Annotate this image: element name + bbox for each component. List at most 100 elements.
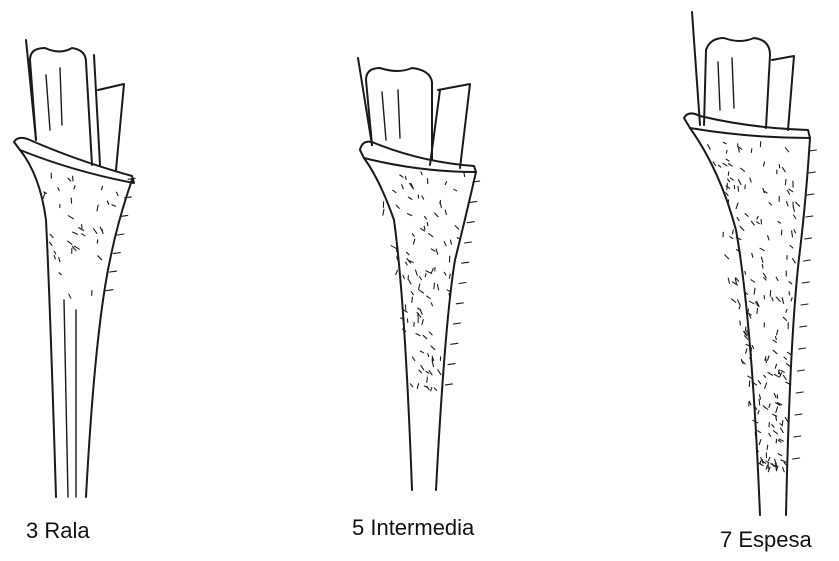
hair-mark <box>420 351 423 353</box>
hair-mark <box>776 337 777 340</box>
edge-bristle <box>793 458 800 459</box>
hair-mark <box>769 203 771 206</box>
hair-mark <box>438 370 441 375</box>
hair-mark <box>766 359 767 363</box>
hairs-sparse <box>43 173 135 298</box>
collar-band <box>684 113 810 138</box>
hair-mark <box>745 327 746 331</box>
hair-mark <box>445 210 446 215</box>
hair-mark <box>54 256 55 259</box>
hair-mark <box>79 228 84 231</box>
hair-mark <box>756 222 759 224</box>
hair-mark <box>781 230 782 235</box>
hair-mark <box>97 205 98 211</box>
hair-mark <box>772 425 774 428</box>
hair-mark <box>791 298 792 301</box>
hair-mark <box>785 417 787 421</box>
edge-bristle <box>796 392 803 393</box>
hair-mark <box>449 274 450 278</box>
hair-mark <box>454 189 457 191</box>
hair-mark <box>393 190 396 192</box>
hair-mark <box>444 272 446 275</box>
hair-mark <box>416 334 420 336</box>
edge-bristle <box>456 303 463 304</box>
hair-mark <box>723 163 727 166</box>
hair-mark <box>431 303 432 306</box>
edge-bristle <box>806 216 813 217</box>
hair-mark <box>794 230 796 233</box>
hair-mark <box>763 188 764 192</box>
hair-mark <box>427 296 431 298</box>
hair-mark <box>417 384 418 389</box>
hair-mark <box>758 431 761 433</box>
edge-bristle <box>448 364 455 365</box>
hair-mark <box>759 440 761 445</box>
hair-mark <box>422 196 424 199</box>
hair-mark <box>752 253 753 257</box>
hair-mark <box>68 241 72 244</box>
stem-lines <box>64 300 76 497</box>
hair-mark <box>396 205 399 208</box>
hair-mark <box>117 192 119 195</box>
hair-mark <box>789 189 793 192</box>
hair-mark <box>738 180 741 185</box>
hair-mark <box>112 205 116 207</box>
hair-mark <box>420 277 422 280</box>
edge-bristle <box>802 282 809 283</box>
hair-mark <box>776 277 778 280</box>
hair-mark <box>766 465 767 469</box>
hair-mark <box>754 288 755 294</box>
hair-mark <box>783 467 785 472</box>
edge-bristle <box>454 323 461 324</box>
hair-mark <box>408 214 412 216</box>
hair-mark <box>726 159 729 161</box>
edge-bristle <box>805 238 812 239</box>
hair-mark <box>427 223 428 226</box>
hair-mark <box>431 249 435 251</box>
hair-mark <box>444 242 446 246</box>
hair-mark <box>772 297 773 300</box>
sheath-left-edge <box>690 128 760 515</box>
hair-mark <box>773 350 777 354</box>
hair-mark <box>751 149 752 153</box>
leaf-vein <box>382 90 400 140</box>
leaf-vein <box>718 58 734 110</box>
edge-bristle <box>110 271 117 272</box>
hair-mark <box>391 246 396 249</box>
hair-mark <box>107 201 109 204</box>
hair-mark <box>781 370 784 372</box>
hair-mark <box>777 330 778 335</box>
hair-mark <box>732 299 736 302</box>
hair-mark <box>413 239 414 244</box>
hair-mark <box>773 340 776 342</box>
hair-mark <box>718 165 720 167</box>
hair-mark <box>766 461 769 463</box>
hair-mark <box>434 388 437 390</box>
hair-mark <box>764 278 766 280</box>
hair-mark <box>43 193 45 199</box>
hair-mark <box>54 251 56 254</box>
hair-mark <box>97 240 98 243</box>
hair-mark <box>69 294 71 298</box>
hair-mark <box>431 268 433 273</box>
hair-mark <box>445 182 446 185</box>
hair-mark <box>416 270 418 276</box>
hair-mark <box>793 259 796 263</box>
hair-mark <box>769 457 770 460</box>
hair-mark <box>425 217 427 219</box>
hair-mark <box>451 240 452 244</box>
hair-mark <box>768 356 769 360</box>
hair-mark <box>68 216 73 219</box>
leaf-right <box>772 56 794 130</box>
hair-mark <box>784 462 786 464</box>
hair-mark <box>406 262 408 265</box>
edge-bristle <box>445 384 452 385</box>
hair-mark <box>737 217 739 220</box>
hair-mark <box>420 309 422 314</box>
label-rala: 3 Rala <box>26 518 90 544</box>
edge-bristle <box>800 326 807 327</box>
hair-mark <box>780 428 783 433</box>
hair-mark <box>751 221 754 225</box>
hair-mark <box>774 393 776 397</box>
